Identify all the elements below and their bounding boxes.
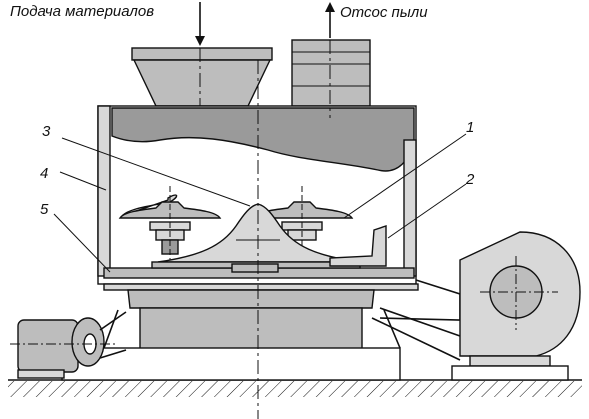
left-impeller [118, 186, 222, 260]
feed-label-group: Подача материалов [10, 2, 205, 46]
motor [10, 311, 127, 379]
exhaust-arrow-icon [325, 2, 335, 12]
drive-base [61, 283, 419, 381]
callout-3: 3 [42, 123, 51, 140]
ground [8, 379, 582, 397]
callout-1: 1 [466, 119, 474, 136]
callouts: 3 4 5 1 2 [40, 119, 475, 273]
feed-arrow-icon [195, 36, 205, 46]
exhaust-duct [291, 39, 371, 107]
exhaust-label: Отсос пыли [340, 4, 428, 21]
callout-4: 4 [40, 165, 48, 182]
exhaust-label-group: Отсос пыли [325, 2, 428, 38]
outlet-chute [329, 225, 387, 267]
feed-label: Подача материалов [10, 3, 154, 20]
callout-2: 2 [465, 171, 475, 188]
callout-5: 5 [40, 201, 49, 218]
fan [371, 231, 581, 381]
feed-hopper [131, 47, 273, 107]
